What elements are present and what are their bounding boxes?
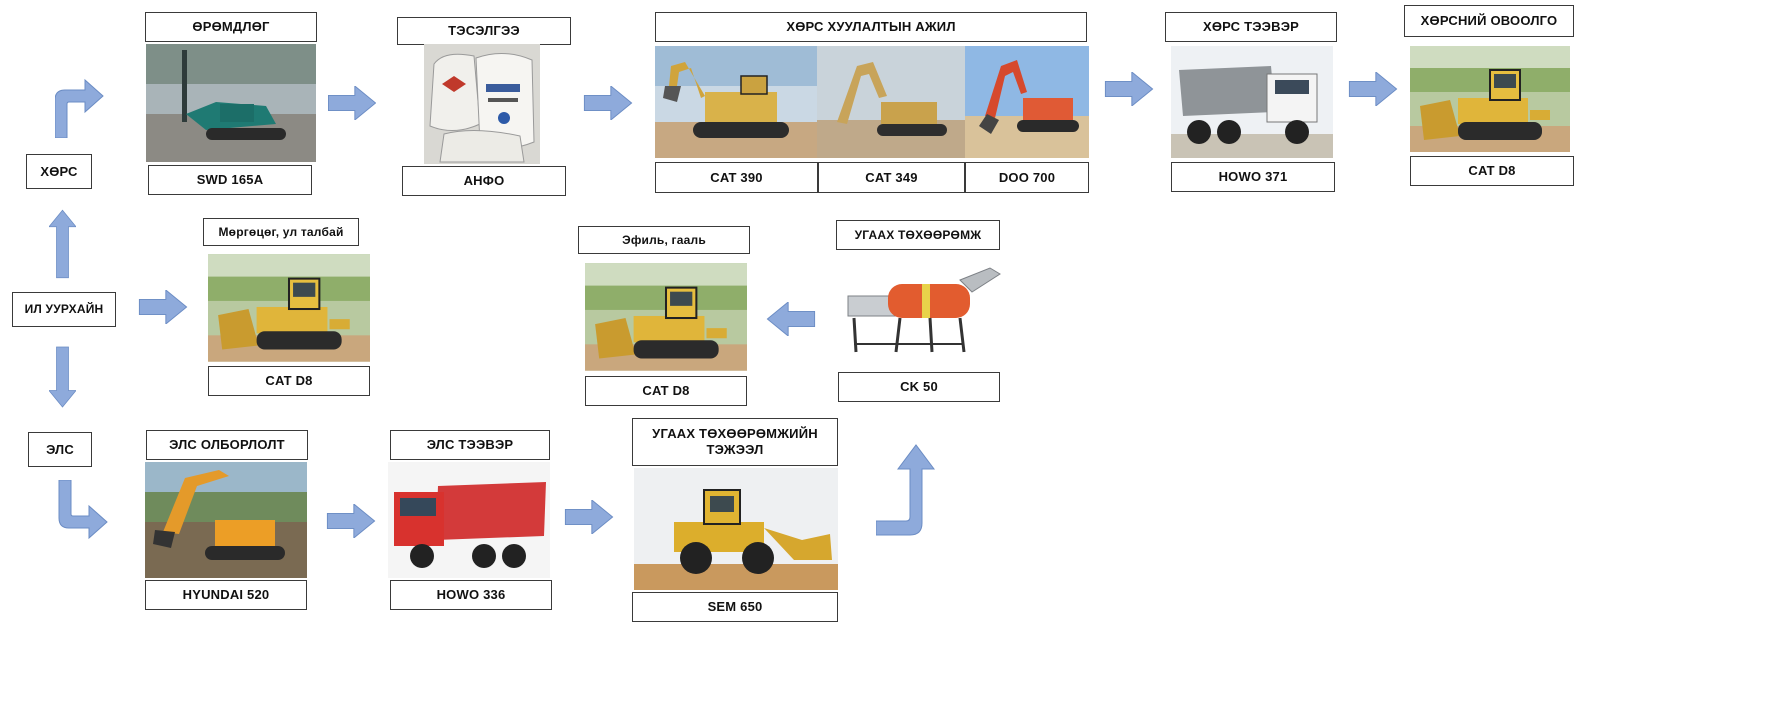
equip-cat390: CAT 390 [655,162,818,193]
washing-plant-photo [840,264,1006,360]
title-khors-khuulalt: ХӨРС ХУУЛАЛТЫН АЖИЛ [655,12,1087,42]
bulldozer-ovoolgo-photo [1410,44,1570,154]
arrow-down-to-els [49,338,76,416]
arrow-right-tesalgee-khuulalt [583,86,633,120]
excavator-cat390-photo [655,46,817,158]
title-ugaakh-tokhooromj: УГААХ ТӨХӨӨРӨМЖ [836,220,1000,250]
arrow-left-ugaakh-efil [765,302,817,336]
equip-catd8-mergetsag: CAT D8 [208,366,370,396]
equip-swd165a: SWD 165A [148,165,312,195]
equip-ck50: CK 50 [838,372,1000,402]
red-dump-truck-photo [388,462,550,578]
arrow-right-olborlolt-teever [326,504,376,538]
bulldozer-efil-photo [585,262,747,372]
bulldozer-mergetsag-photo [208,254,370,362]
hyundai-excavator-photo [145,462,307,578]
arrow-right-il-to-mergetsag [138,290,188,324]
excavator-doo700-photo [965,46,1089,158]
arrow-right-teever-ovoolgo [1348,72,1398,106]
arrow-bend-up-right-khors [55,78,105,138]
arrow-bend-down-right-els [58,480,110,540]
equip-howo336: HOWO 336 [390,580,552,610]
title-khorsnii-ovoolgo: ХӨРСНИЙ ОВООЛГО [1404,5,1574,37]
title-els-teever: ЭЛС ТЭЭВЭР [390,430,550,460]
explosive-bags-photo [424,44,540,164]
arrow-up-to-khors [49,206,76,282]
title-ugaakh-tejeel: УГААХ ТӨХӨӨРӨМЖИЙН ТЭЖЭЭЛ [632,418,838,466]
equip-doo700: DOO 700 [965,162,1089,193]
equip-howo371: HOWO 371 [1171,162,1335,192]
arrow-right-khuulalt-teever [1104,72,1154,106]
equip-sem650: SEM 650 [632,592,838,622]
equip-cat349: CAT 349 [818,162,965,193]
title-efil-gaal: Эфиль, гааль [578,226,750,254]
dump-truck-photo [1171,46,1333,158]
title-oromdlog: ӨРӨМДЛӨГ [145,12,317,42]
equip-hyundai520: HYUNDAI 520 [145,580,307,610]
node-il-uurkhain: ИЛ УУРХАЙН [12,292,116,327]
title-khors-teever: ХӨРС ТЭЭВЭР [1165,12,1337,42]
title-mergetsag: Мөргөцөг, ул талбай [203,218,359,246]
arrow-right-oromdlog-tesalgee [328,86,376,120]
arrow-bend-right-up-to-ugaakh [876,444,936,536]
title-tesalgee: ТЭСЭЛГЭЭ [397,17,571,45]
equip-catd8-ovoolgo: CAT D8 [1410,156,1574,186]
wheel-loader-photo [634,468,838,590]
equip-catd8-efil: CAT D8 [585,376,747,406]
excavator-cat349-photo [817,46,965,158]
drill-rig-photo [146,44,316,162]
equip-anfo: АНФО [402,166,566,196]
node-els: ЭЛС [28,432,92,467]
title-els-olborlolt: ЭЛС ОЛБОРЛОЛТ [146,430,308,460]
node-khors: ХӨРС [26,154,92,189]
arrow-right-teever-tejeel [564,500,614,534]
